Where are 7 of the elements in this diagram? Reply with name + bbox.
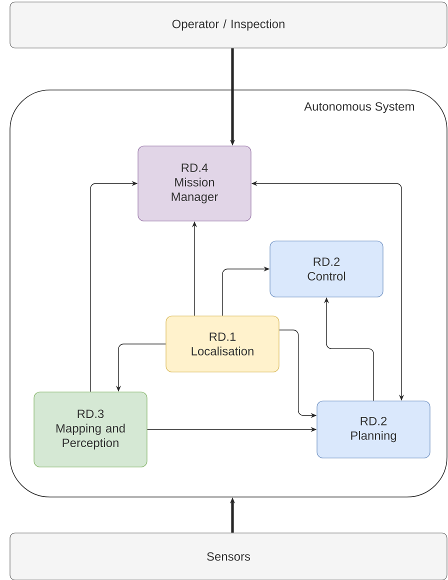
process-box: RD.2 Control <box>270 240 384 298</box>
process-box: RD.1 Localisation <box>166 316 280 372</box>
process-box: RD.3 Mapping and Perception <box>34 392 148 468</box>
input-band: Operator / Inspection <box>10 2 448 48</box>
input-band: Sensors <box>10 532 448 580</box>
process-box: RD.4 Mission Manager <box>138 146 252 222</box>
process-box: RD.2 Planning <box>316 400 430 458</box>
